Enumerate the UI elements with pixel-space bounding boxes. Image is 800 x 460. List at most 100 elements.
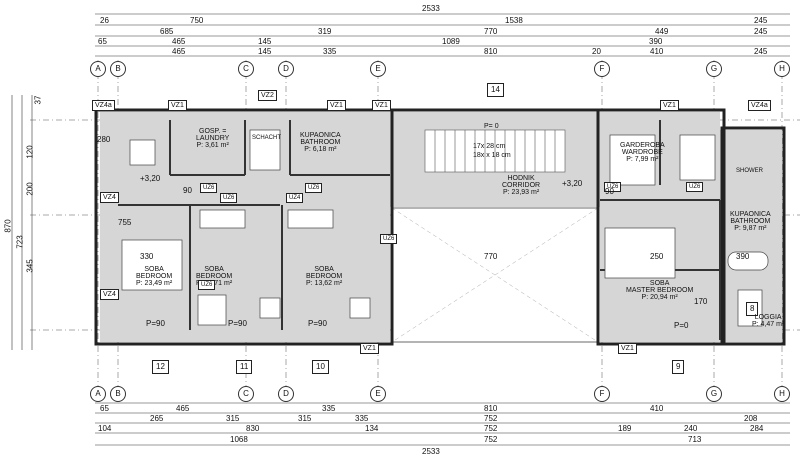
door-tag: UZ6 xyxy=(686,182,704,192)
room-name-en: WARDROBE xyxy=(621,149,663,156)
stairs-tread: 17x 28 cm xyxy=(473,143,506,150)
door-tag: UZ6 xyxy=(380,234,398,244)
dim-top: 465 xyxy=(172,47,186,56)
dim-bottom: 830 xyxy=(246,424,260,433)
dim-top: 65 xyxy=(98,37,107,46)
dim-left: 345 xyxy=(25,259,35,273)
dim-top: 810 xyxy=(484,47,498,56)
grid-label-E-top: E xyxy=(370,61,386,77)
grid-label-H-top: H xyxy=(774,61,790,77)
interior-dim: 280 xyxy=(97,135,111,144)
room-name: SOBA xyxy=(649,280,670,287)
room-name-en: LAUNDRY xyxy=(196,135,230,142)
dim-bottom: 335 xyxy=(322,404,336,413)
window-tag: VZ1 xyxy=(168,100,187,111)
stairs-riser: 18x x 18 cm xyxy=(473,152,511,159)
room-master-bedroom: SOBA MASTER BEDROOM P: 20,94 m² xyxy=(626,280,693,301)
room-area: P: 6,18 m² xyxy=(304,146,337,153)
section-marker: 11 xyxy=(236,360,253,374)
grid-label-F-bottom: F xyxy=(594,386,610,402)
dim-bottom: 465 xyxy=(176,404,190,413)
sill-height: P=90 xyxy=(308,319,327,328)
room-laundry: GOSP. = LAUNDRY P: 3,61 m² xyxy=(196,128,229,149)
interior-dim: 170 xyxy=(694,297,708,306)
interior-dim: 755 xyxy=(118,218,132,227)
interior-dim: 770 xyxy=(484,252,498,261)
room-area: P: 4,47 m² xyxy=(752,321,785,328)
door-tag: UZ4 xyxy=(286,193,304,203)
room-bedroom-3: SOBA BEDROOM P: 13,62 m² xyxy=(306,266,342,287)
grid-label-E-bottom: E xyxy=(370,386,386,402)
room-area: P: 23,93 m² xyxy=(502,189,540,196)
window-tag: VZ1 xyxy=(660,100,679,111)
sill-height: P=0 xyxy=(674,321,689,330)
section-marker: 10 xyxy=(312,360,329,374)
room-name: KUPAONICA xyxy=(730,211,771,218)
room-name: GARDEROBA xyxy=(620,142,665,149)
window-tag: VZ4a xyxy=(748,100,771,111)
section-marker: 12 xyxy=(152,360,169,374)
dim-bottom: 104 xyxy=(98,424,112,433)
door-tag: UZ6 xyxy=(604,182,622,192)
dim-left: 37 xyxy=(33,95,43,105)
window-tag: VZ1 xyxy=(360,343,379,354)
room-area: P: 3,61 m² xyxy=(196,142,229,149)
interior-dim: 390 xyxy=(736,252,750,261)
grid-label-C-bottom: C xyxy=(238,386,254,402)
dim-top: 335 xyxy=(323,47,337,56)
door-tag: UZ6 xyxy=(220,193,238,203)
window-tag: VZ4 xyxy=(100,289,119,300)
grid-label-F-top: F xyxy=(594,61,610,77)
shaft-label: SCHACHT xyxy=(252,135,282,141)
section-marker: 9 xyxy=(672,360,685,374)
dim-top: 145 xyxy=(258,47,272,56)
window-tag: VZ2 xyxy=(258,90,277,101)
dim-bottom-total: 2533 xyxy=(422,447,440,456)
interior-dim: 90 xyxy=(605,187,614,196)
room-name: KUPAONICA xyxy=(300,132,341,139)
room-name-en: BEDROOM xyxy=(136,273,173,280)
dim-bottom: 335 xyxy=(355,414,369,423)
grid-label-G-bottom: G xyxy=(706,386,722,402)
dim-left: 200 xyxy=(25,182,35,196)
dim-top: 20 xyxy=(592,47,601,56)
dim-bottom: 65 xyxy=(100,404,109,413)
dim-top-total: 2533 xyxy=(422,4,440,13)
grid-label-D-top: D xyxy=(278,61,294,77)
room-name-en: MASTER BEDROOM xyxy=(626,287,694,294)
room-name-en: BEDROOM xyxy=(306,273,343,280)
door-tag: UZ6 xyxy=(198,280,216,290)
dim-top: 390 xyxy=(649,37,663,46)
dim-top: 449 xyxy=(655,27,669,36)
room-name-en: CORRIDOR xyxy=(502,182,541,189)
dim-top: 770 xyxy=(484,27,498,36)
dim-bottom: 134 xyxy=(365,424,379,433)
grid-label-G-top: G xyxy=(706,61,722,77)
room-area: P: 7,99 m² xyxy=(626,156,659,163)
room-name-en: BEDROOM xyxy=(196,273,233,280)
dim-top: 1089 xyxy=(442,37,460,46)
window-tag: VZ1 xyxy=(618,343,637,354)
dim-top: 465 xyxy=(172,37,186,46)
dim-bottom: 208 xyxy=(744,414,758,423)
dim-top: 245 xyxy=(754,47,768,56)
grid-label-D-bottom: D xyxy=(278,386,294,402)
dim-bottom: 240 xyxy=(684,424,698,433)
dim-bottom: 315 xyxy=(298,414,312,423)
grid-label-C-top: C xyxy=(238,61,254,77)
room-name: GOSP. = xyxy=(199,128,227,135)
dim-bottom: 810 xyxy=(484,404,498,413)
dim-left: 723 xyxy=(15,235,25,249)
dim-top: 145 xyxy=(258,37,272,46)
dim-top: 410 xyxy=(650,47,664,56)
section-marker: 8 xyxy=(746,302,759,316)
grid-label-A-top: A xyxy=(90,61,106,77)
room-wardrobe: GARDEROBA WARDROBE P: 7,99 m² xyxy=(620,142,665,163)
dim-bottom: 752 xyxy=(484,435,498,444)
interior-dim: 90 xyxy=(183,186,192,195)
dim-bottom: 1068 xyxy=(230,435,248,444)
shower-label: SHOWER xyxy=(736,168,763,174)
dim-top: 1538 xyxy=(505,16,523,25)
door-tag: UZ6 xyxy=(200,183,218,193)
